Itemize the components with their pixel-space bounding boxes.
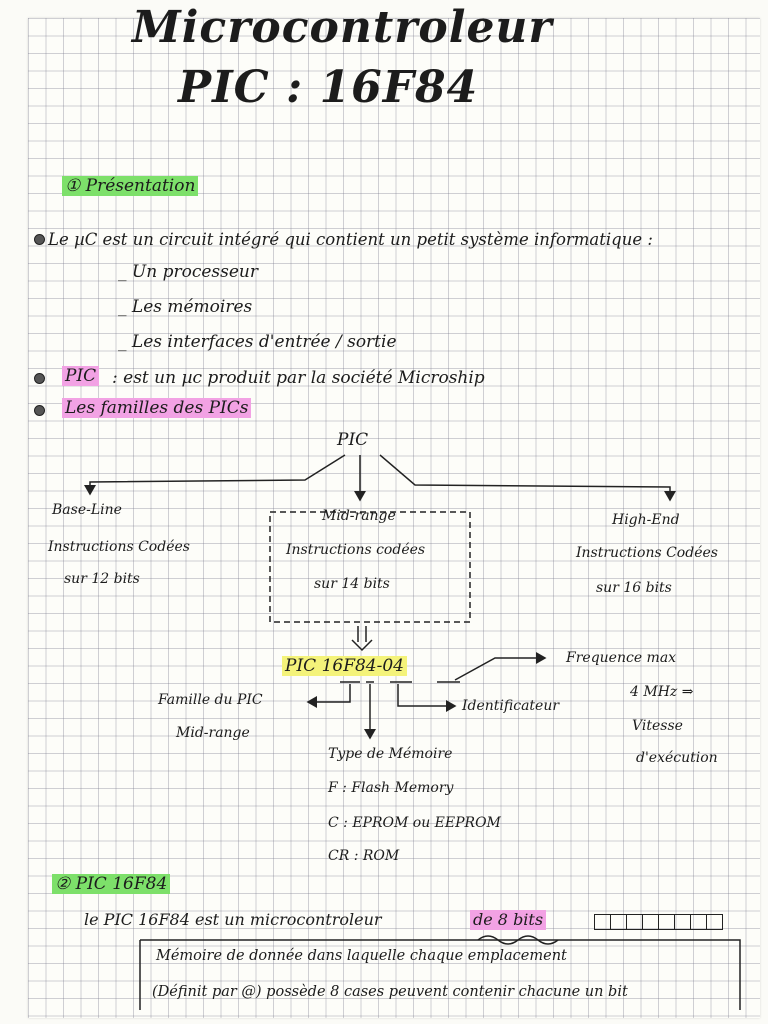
frequence-line2: 4 MHz ⇒ (630, 684, 694, 700)
bit-cell (659, 914, 675, 930)
memoire-heading: Type de Mémoire (328, 746, 453, 762)
bit-cell (643, 914, 659, 930)
pic-label: PIC (62, 366, 100, 386)
famille-line1: Famille du PIC (158, 692, 263, 708)
bit-cells (594, 914, 723, 930)
frequence-line3: Vitesse (632, 718, 683, 734)
memory-box-line1: Mémoire de donnée dans laquelle chaque e… (156, 948, 567, 964)
midrange-line2: sur 14 bits (314, 576, 390, 592)
bit-cell (594, 914, 611, 930)
highend-line1: Instructions Codées (576, 545, 718, 561)
bit-cell (675, 914, 691, 930)
list-item: _ Un processeur (118, 262, 258, 282)
pic-reference: PIC 16F84-04 (282, 656, 407, 676)
baseline-name: Base-Line (52, 502, 122, 518)
section-1-heading: ① Présentation (62, 176, 199, 196)
section-2-sentence: le PIC 16F84 est un microcontroleur (84, 910, 382, 929)
section-2-highlight: de 8 bits (470, 910, 547, 930)
midrange-line1: Instructions codées (286, 542, 426, 558)
tree-root: PIC (337, 430, 369, 450)
bit-cell (611, 914, 627, 930)
frequence-line4: d'exécution (636, 750, 718, 766)
bit-cell (707, 914, 723, 930)
families-heading: Les familles des PICs (62, 398, 252, 418)
list-item: _ Les interfaces d'entrée / sortie (118, 332, 397, 352)
section-2-heading: ② PIC 16F84 (52, 874, 171, 894)
famille-line2: Mid-range (176, 725, 250, 741)
baseline-line1: Instructions Codées (48, 539, 190, 555)
highend-name: High-End (612, 512, 680, 528)
memory-box-line2: (Définit par @) possède 8 cases peuvent … (152, 984, 628, 1000)
memoire-item: C : EPROM ou EEPROM (328, 815, 501, 831)
memoire-item: CR : ROM (328, 848, 400, 864)
pic-definition: : est un µc produit par la société Micro… (112, 368, 485, 388)
list-item: _ Les mémoires (118, 297, 253, 317)
bullet-icon (34, 405, 45, 416)
bullet-icon (34, 373, 45, 384)
bit-cell (627, 914, 643, 930)
bullet-icon (34, 234, 45, 245)
intro-text: Le µC est un circuit intégré qui contien… (48, 230, 653, 249)
highend-line2: sur 16 bits (596, 580, 672, 596)
midrange-name: Mid-range (322, 508, 396, 524)
memoire-item: F : Flash Memory (328, 780, 454, 796)
baseline-line2: sur 12 bits (64, 571, 140, 587)
bit-cell (691, 914, 707, 930)
identificateur-label: Identificateur (462, 698, 560, 714)
frequence-line1: Frequence max (566, 650, 677, 666)
